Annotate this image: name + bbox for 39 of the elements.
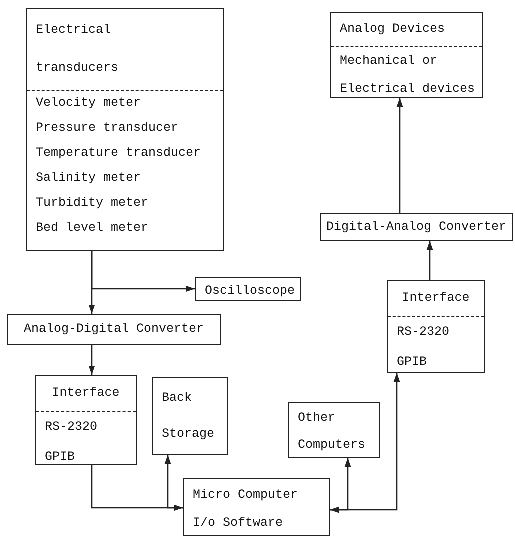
arrow bbox=[88, 345, 96, 375]
box-heading: Electrical transducers bbox=[35, 22, 120, 77]
box-text: Velocity meter bbox=[35, 95, 142, 112]
arrow bbox=[88, 251, 96, 314]
arrow bbox=[396, 98, 404, 213]
arrow bbox=[330, 373, 400, 511]
process-box bbox=[195, 277, 301, 301]
box-text: Mechanical or Electrical devices bbox=[339, 53, 476, 98]
box-text: Turbidity meter bbox=[35, 195, 150, 212]
arrow bbox=[426, 241, 434, 280]
box-text: Oscilloscope bbox=[204, 283, 296, 300]
process-box bbox=[7, 314, 221, 345]
process-box bbox=[320, 213, 513, 241]
box-heading: Analog Devices bbox=[339, 21, 446, 38]
box-text: I/o Software bbox=[192, 515, 284, 532]
box-heading: Interface bbox=[51, 385, 121, 402]
arrow bbox=[330, 458, 352, 514]
box-heading: Micro Computer bbox=[192, 487, 300, 504]
box-text: Pressure transducer bbox=[35, 120, 180, 137]
box-text: GPIB bbox=[396, 354, 428, 371]
box-text: Analog-Digital Converter bbox=[22, 321, 206, 338]
arrow bbox=[164, 455, 183, 512]
box-text: GPIB bbox=[44, 449, 76, 466]
process-box bbox=[288, 402, 380, 458]
box-heading: Interface bbox=[401, 290, 471, 307]
box-text: RS-2320 bbox=[396, 324, 451, 341]
process-box bbox=[183, 478, 330, 536]
process-box bbox=[26, 8, 224, 251]
box-text: RS-2320 bbox=[44, 419, 99, 436]
box-text: Digital-Analog Converter bbox=[325, 219, 508, 236]
box-text: Other Computers bbox=[297, 410, 367, 454]
box-text: Bed level meter bbox=[35, 220, 150, 237]
box-text: Salinity meter bbox=[35, 170, 142, 187]
process-box bbox=[152, 377, 228, 455]
process-box bbox=[387, 280, 485, 373]
process-box bbox=[35, 375, 137, 465]
box-text: Back Storage bbox=[161, 390, 213, 443]
process-box bbox=[330, 12, 483, 98]
box-text: Temperature transducer bbox=[35, 145, 202, 162]
